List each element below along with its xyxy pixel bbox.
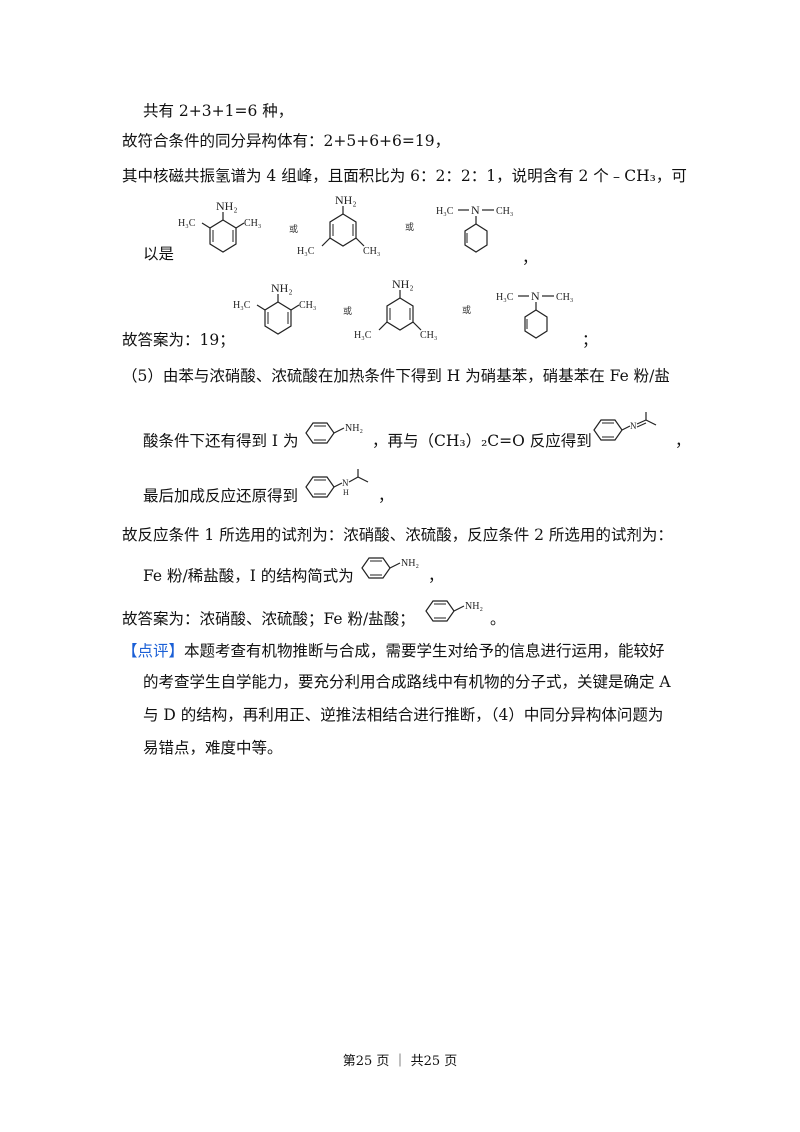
ch3-label: CH₃: [556, 292, 573, 303]
text-line: Fe 粉/稀盐酸，I 的结构简式为: [143, 567, 354, 585]
text-line: 故反应条件 1 所选用的试剂为：浓硝酸、浓硫酸，反应条件 2 所选用的试剂为：: [122, 526, 673, 544]
comma: ，: [378, 487, 394, 505]
or-label: 或: [462, 306, 472, 316]
text-line: 酸条件下还有得到 I 为: [143, 432, 299, 450]
n-label: N: [630, 421, 637, 431]
period: 。: [490, 610, 506, 628]
or-label: 或: [289, 225, 299, 235]
h3c-label: H₃C: [436, 206, 454, 217]
text-line: 以是: [143, 245, 175, 263]
text-line: 故符合条件的同分异构体有：2+5+6+6=19，: [122, 132, 451, 150]
nh2-label: NH₂: [392, 277, 414, 291]
n-label: N: [471, 203, 480, 217]
n-n-dimethylaniline-structure: H₃C N CH₃: [496, 289, 573, 339]
n-label: N: [342, 478, 349, 488]
dimethylaniline-3-5-structure: NH₂ H₃C CH₃: [354, 277, 437, 341]
comment-line: 【点评】本题考查有机物推断与合成，需要学生对给予的信息进行运用，能较好: [122, 641, 665, 661]
ch3-label: CH₃: [244, 218, 261, 229]
h3c-label: H₃C: [297, 246, 315, 257]
h3c-label: H₃C: [354, 330, 372, 341]
h3c-label: H₃C: [233, 300, 251, 311]
comma: ，: [428, 567, 444, 585]
or-label: 或: [343, 307, 353, 317]
ch3-label: CH₃: [363, 246, 380, 257]
comment-line: 易错点，难度中等。: [143, 739, 283, 757]
n-isopropylaniline-structure: N H: [305, 469, 369, 498]
comment-text: 本题考查有机物推断与合成，需要学生对给予的信息进行运用，能较好: [184, 642, 665, 660]
aniline-structure: NH₂: [305, 422, 363, 444]
text-line: 共有 2+3+1=6 种，: [143, 102, 294, 120]
comment-tag: 【点评】: [122, 642, 185, 660]
aniline-structure: NH₂: [361, 557, 419, 579]
nh2-label: NH₂: [271, 281, 293, 295]
aniline-structure: NH₂: [425, 600, 483, 622]
text-line: 故答案为：19；: [122, 331, 235, 349]
text-line: 其中核磁共振氢谱为 4 组峰，且面积比为 6：2：2：1，说明含有 2 个﹣CH…: [122, 167, 687, 185]
semicolon: ；: [582, 331, 598, 349]
nh2-label: NH₂: [401, 558, 419, 569]
nh2-label: NH₂: [345, 423, 363, 434]
or-label: 或: [405, 223, 415, 233]
text-line: ，再与（CH₃）₂C=O 反应得到: [372, 432, 592, 450]
ch3-label: CH₃: [299, 300, 316, 311]
dimethylaniline-2-6-structure: NH₂ H₃C CH₃: [233, 281, 316, 335]
comment-line: 与 D 的结构，再利用正、逆推法相结合进行推断，（4）中同分异构体问题为: [143, 706, 664, 724]
comma: ，: [522, 249, 538, 267]
nh2-label: NH₂: [335, 193, 357, 207]
dimethylaniline-3-5-structure: NH₂ H₃C CH₃: [297, 193, 380, 257]
imine-structure: N: [593, 412, 657, 441]
h3c-label: H₃C: [496, 292, 514, 303]
n-n-dimethylaniline-structure: H₃C N CH₃: [436, 203, 513, 253]
ch3-label: CH₃: [496, 206, 513, 217]
nh2-label: NH₂: [216, 199, 238, 213]
text-line: （5）由苯与浓硝酸、浓硫酸在加热条件下得到 H 为硝基苯，硝基苯在 Fe 粉/盐: [122, 367, 670, 385]
h3c-label: H₃C: [178, 218, 196, 229]
page-footer: 第25 页 ｜ 共25 页: [342, 1054, 458, 1069]
n-label: N: [531, 289, 540, 303]
h-label: H: [343, 488, 349, 497]
ch3-label: CH₃: [420, 330, 437, 341]
text-line: 故答案为：浓硝酸、浓硫酸；Fe 粉/盐酸；: [122, 610, 415, 628]
nh2-label: NH₂: [465, 601, 483, 612]
comment-line: 的考查学生自学能力，要充分利用合成路线中有机物的分子式，关键是确定 A: [143, 673, 671, 691]
comma: ，: [675, 432, 691, 450]
dimethylaniline-2-6-structure: NH₂ H₃C CH₃: [178, 199, 261, 253]
text-line: 最后加成反应还原得到: [143, 487, 299, 505]
